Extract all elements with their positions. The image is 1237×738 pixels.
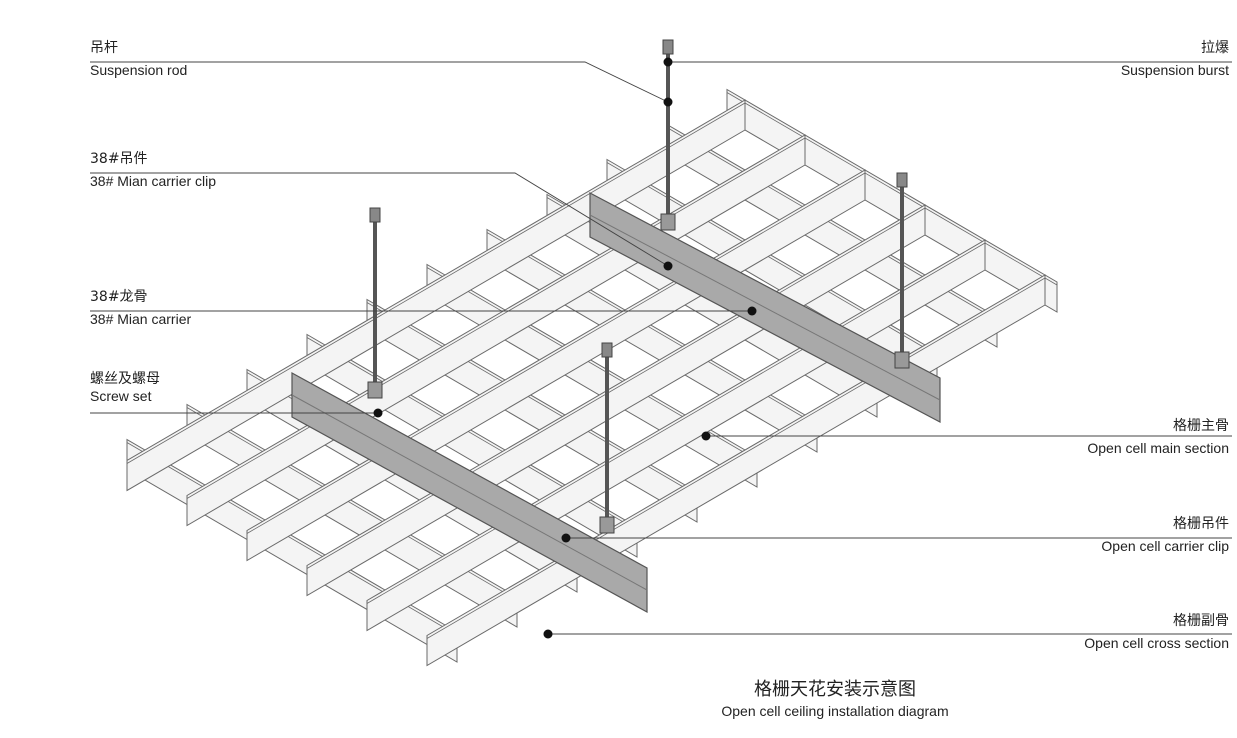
leader-carrier-clip-dot	[561, 533, 571, 543]
label-main-carrier-clip-en: 38# Mian carrier clip	[90, 173, 217, 189]
suspension-burst-anchor	[369, 207, 381, 223]
label-main-section: 格栅主骨 Open cell main section	[1087, 418, 1229, 457]
carrier-clip	[599, 516, 615, 534]
label-main-carrier: 38#龙骨 38# Mian carrier	[90, 289, 191, 328]
main-section-blade-lip	[306, 207, 926, 569]
leader-lines	[90, 57, 1232, 639]
main-section-blade-lip	[246, 172, 866, 534]
suspension-burst-anchor	[896, 172, 908, 188]
label-suspension-burst-en: Suspension burst	[1120, 62, 1229, 78]
leader-suspension-burst-dot	[663, 57, 673, 67]
label-screw-set-en: Screw set	[90, 388, 152, 404]
caption-en: Open cell ceiling installation diagram	[721, 703, 949, 719]
suspension-rods	[367, 39, 910, 534]
main-carriers	[291, 192, 941, 614]
carrier-clip	[367, 381, 383, 399]
main-section-blade-lip	[426, 277, 1046, 639]
label-carrier-clip-en: Open cell carrier clip	[1101, 538, 1229, 554]
label-suspension-rod: 吊杆 Suspension rod	[90, 40, 187, 79]
suspension-burst-anchor	[601, 342, 613, 358]
leader-suspension-rod-dot	[663, 97, 673, 107]
label-suspension-burst: 拉爆 Suspension burst	[1121, 40, 1229, 79]
label-main-carrier-cn: 38#龙骨	[90, 289, 148, 305]
cross-section-blade-lip	[726, 92, 1058, 286]
leader-suspension-rod	[90, 61, 669, 103]
label-main-section-en: Open cell main section	[1087, 440, 1229, 456]
label-suspension-rod-en: Suspension rod	[90, 62, 188, 78]
label-carrier-clip: 格栅吊件 Open cell carrier clip	[1101, 516, 1229, 555]
label-screw-set: 螺丝及螺母 Screw set	[90, 371, 160, 405]
leader-screw-set-dot	[373, 408, 383, 418]
main-carrier-front-edge	[291, 394, 648, 591]
leader-cross-section-dot	[543, 629, 553, 639]
label-main-carrier-clip-cn: 38#吊件	[90, 151, 148, 167]
label-screw-set-cn: 螺丝及螺母	[90, 371, 160, 387]
main-carrier-back-edge	[589, 214, 941, 401]
main-section-blade-lip	[126, 102, 746, 464]
label-main-carrier-clip: 38#吊件 38# Mian carrier clip	[90, 151, 216, 190]
suspension-burst-anchor	[662, 39, 674, 55]
label-main-carrier-en: 38# Mian carrier	[90, 311, 192, 327]
label-suspension-rod-cn: 吊杆	[90, 40, 118, 56]
label-carrier-clip-cn: 格栅吊件	[1173, 516, 1229, 532]
leader-main-carrier-dot	[747, 306, 757, 316]
caption-cn: 格栅天花安装示意图	[754, 679, 916, 700]
label-cross-section: 格栅副骨 Open cell cross section	[1084, 613, 1229, 652]
label-suspension-burst-cn: 拉爆	[1201, 40, 1229, 56]
label-cross-section-cn: 格栅副骨	[1173, 613, 1229, 629]
leader-main-carrier-clip	[90, 172, 669, 267]
diagram-caption: 格栅天花安装示意图 Open cell ceiling installation…	[640, 678, 1030, 720]
leader-main-carrier-clip-dot	[663, 261, 673, 271]
carrier-clip	[660, 213, 676, 231]
carrier-clip	[894, 351, 910, 369]
main-section-blade-lip	[186, 137, 806, 499]
label-cross-section-en: Open cell cross section	[1084, 635, 1229, 651]
label-main-section-cn: 格栅主骨	[1173, 418, 1229, 434]
leader-main-section-dot	[701, 431, 711, 441]
main-section-blade-lip	[366, 242, 986, 604]
